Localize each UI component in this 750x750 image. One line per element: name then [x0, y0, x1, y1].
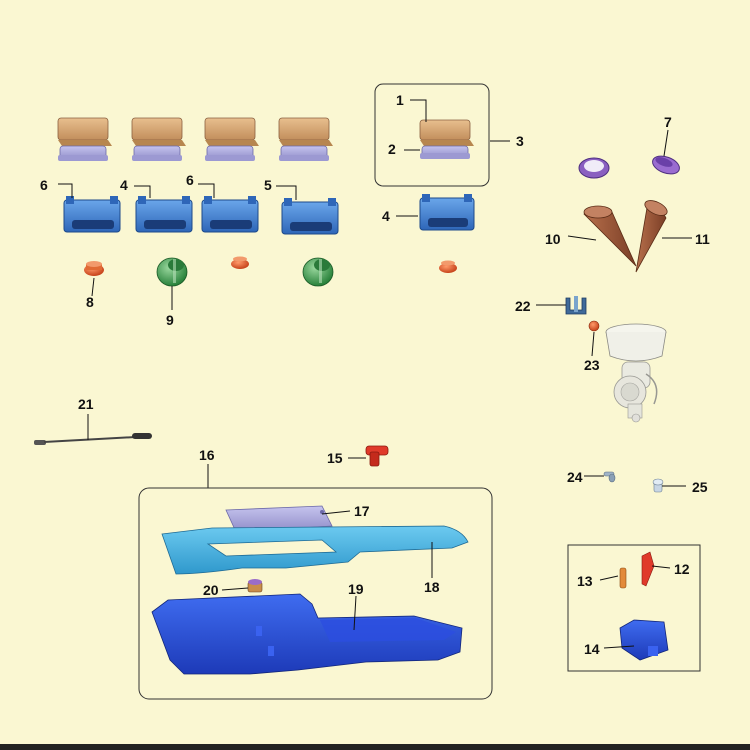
group-box-16: [138, 487, 493, 700]
blue-housing-5: [419, 194, 475, 231]
part-number-22: 22: [515, 298, 531, 314]
part-number-21: 21: [78, 396, 94, 412]
part-number-4a: 4: [120, 177, 128, 193]
group-box-12-14: [567, 544, 701, 672]
part-number-6a: 6: [40, 177, 48, 193]
part-number-9: 9: [166, 312, 174, 328]
blue-housing-2: [135, 196, 193, 233]
red-connector-15: [365, 445, 389, 467]
pad-stack-4: [278, 117, 333, 161]
cable-21: [34, 433, 152, 445]
orange-pin-13: [619, 567, 627, 589]
blue-block-14: [619, 619, 669, 661]
purple-ring-left: [578, 157, 610, 179]
orange-bushing-8: [84, 261, 104, 276]
lavender-plate-17: [225, 505, 333, 533]
pad-stack-2: [131, 117, 186, 161]
part-number-1: 1: [396, 92, 404, 108]
part-number-15: 15: [327, 450, 343, 466]
motor-assembly: [605, 323, 667, 423]
blue-base-19: [151, 593, 463, 675]
bottom-border: [0, 744, 750, 750]
group-box-1-3: [374, 83, 490, 187]
pad-stack-boxed: [419, 119, 474, 159]
screw-25: [652, 478, 664, 493]
part-number-11: 11: [695, 231, 710, 247]
screw-24: [603, 471, 616, 483]
green-cup-9a: [156, 257, 188, 287]
part-number-23: 23: [584, 357, 600, 373]
blue-housing-4: [281, 198, 339, 235]
part-number-5: 5: [264, 177, 272, 193]
brown-cone-10: [583, 205, 637, 267]
part-number-20: 20: [203, 582, 219, 598]
ball-23: [588, 320, 600, 332]
pad-stack-1: [57, 117, 112, 161]
part-number-4b: 4: [382, 208, 390, 224]
part-number-10: 10: [545, 231, 561, 247]
part-number-7: 7: [664, 114, 672, 130]
red-pin-12: [641, 551, 655, 587]
part-number-6b: 6: [186, 172, 194, 188]
blue-housing-1: [63, 196, 121, 233]
part-number-18: 18: [424, 579, 440, 595]
purple-ring-right: [652, 155, 680, 175]
blue-housing-3: [201, 196, 259, 233]
leader-lines: [58, 99, 692, 649]
part-number-12: 12: [674, 561, 690, 577]
orange-bushing-right: [439, 260, 457, 273]
part-number-13: 13: [577, 573, 593, 589]
part-number-14: 14: [584, 641, 600, 657]
part-number-19: 19: [348, 581, 364, 597]
part-number-3: 3: [516, 133, 524, 149]
orange-bushing-mid: [231, 256, 249, 269]
cyan-plate-18: [161, 525, 469, 575]
part-number-24: 24: [567, 469, 583, 485]
part-number-8: 8: [86, 294, 94, 310]
part-number-2: 2: [388, 141, 396, 157]
pad-stack-3: [204, 117, 259, 161]
cap-20: [247, 579, 263, 593]
part-number-17: 17: [354, 503, 370, 519]
green-cup-9b: [302, 257, 334, 287]
bracket-22: [565, 296, 587, 315]
part-number-25: 25: [692, 479, 708, 495]
part-number-16: 16: [199, 447, 215, 463]
brown-cone-11: [635, 200, 668, 273]
